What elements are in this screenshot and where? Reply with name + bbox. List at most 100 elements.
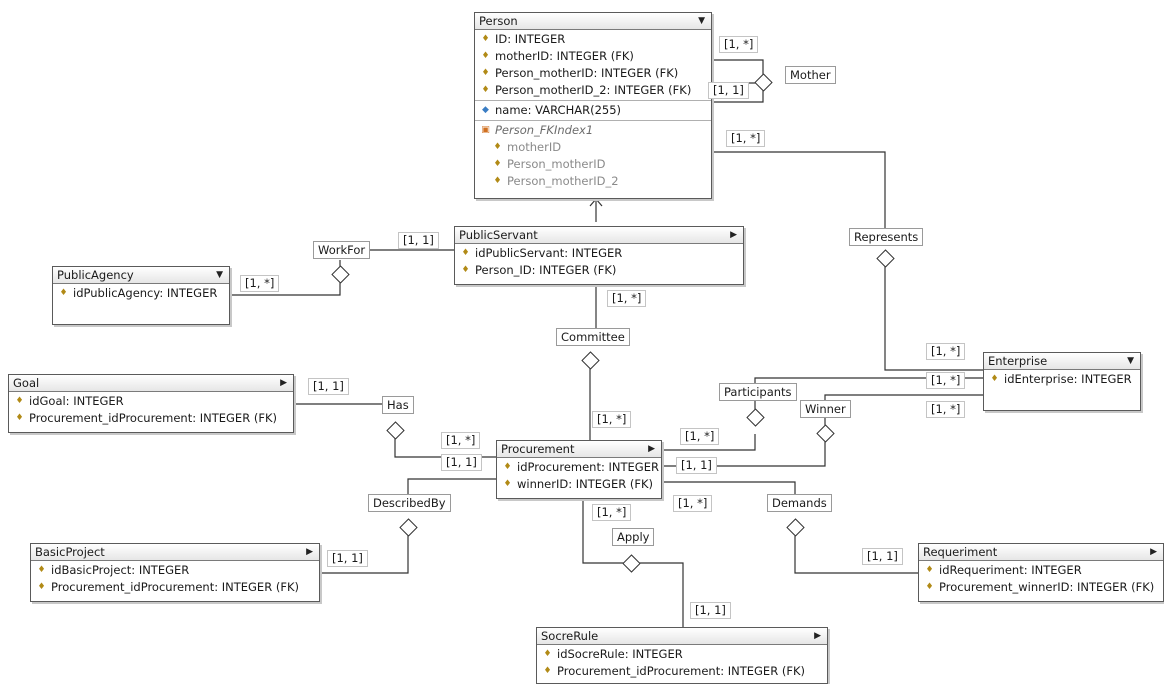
- column-row: ♦ idEnterprise: INTEGER: [984, 371, 1140, 388]
- table-title: Requeriment: [923, 545, 998, 559]
- relationship-label-committee[interactable]: Committee: [556, 328, 630, 346]
- relationship-label-demands[interactable]: Demands: [767, 494, 832, 512]
- table-socre-rule[interactable]: SocreRule ▶ ♦ idSocreRule: INTEGER ♦ Procur…: [536, 627, 828, 684]
- column-row: ♦ID: INTEGER: [475, 31, 711, 48]
- attribute-icon: ◆: [482, 105, 489, 115]
- table-basic-project[interactable]: BasicProject▶ ♦idBasicProject: INTEGER ♦…: [30, 543, 320, 602]
- relationship-label-winner[interactable]: Winner: [800, 400, 851, 418]
- cardinality-label: [1, 1]: [690, 602, 731, 619]
- attribute-row: ◆name: VARCHAR(255): [475, 102, 711, 119]
- column-row: ♦Person_motherID_2: INTEGER (FK): [475, 82, 711, 99]
- cardinality-label: [1, 1]: [398, 232, 439, 249]
- cardinality-label: [1, 1]: [676, 457, 717, 474]
- column-row: ♦Person_ID: INTEGER (FK): [455, 262, 743, 279]
- index-column-row: ♦ Person_motherID: [475, 156, 711, 173]
- column-row: ♦ idPublicAgency: INTEGER: [53, 285, 229, 302]
- table-title: Person: [479, 14, 518, 28]
- relationship-label-apply[interactable]: Apply: [612, 528, 655, 546]
- index-column-row: ♦ Person_motherID_2: [475, 173, 711, 190]
- index-column-row: ♦ motherID: [475, 139, 711, 156]
- chevron-down-icon[interactable]: ▼: [1127, 356, 1134, 366]
- key-icon: ♦: [493, 159, 502, 169]
- column-label: idEnterprise: INTEGER: [1004, 372, 1132, 386]
- chevron-right-icon[interactable]: ▶: [814, 631, 821, 641]
- key-icon: ♦: [503, 462, 512, 472]
- chevron-right-icon[interactable]: ▶: [648, 444, 655, 454]
- cardinality-label: [1, *]: [592, 504, 632, 521]
- column-label: idBasicProject: INTEGER: [51, 563, 190, 577]
- cardinality-label: [1, *]: [240, 275, 280, 292]
- column-label: Person_motherID: INTEGER (FK): [495, 66, 679, 80]
- key-icon: ♦: [481, 51, 490, 61]
- table-procurement[interactable]: Procurement▶ ♦idProcurement: INTEGER ♦wi…: [496, 440, 662, 499]
- table-goal[interactable]: Goal ▶ ♦idGoal: INTEGER ♦Procurement_idPr…: [8, 374, 294, 433]
- relationship-label-described-by[interactable]: DescribedBy: [368, 494, 451, 512]
- column-row: ♦ motherID: INTEGER (FK): [475, 48, 711, 65]
- column-label: idPublicAgency: INTEGER: [73, 286, 218, 300]
- index-column-label: Person_motherID_2: [507, 174, 619, 188]
- relationship-label-mother[interactable]: Mother: [785, 66, 836, 84]
- column-label: idProcurement: INTEGER: [517, 460, 659, 474]
- column-row: ♦ idSocreRule: INTEGER: [537, 646, 827, 663]
- key-icon: ♦: [925, 565, 934, 575]
- key-icon: ♦: [461, 248, 470, 258]
- column-label: Procurement_idProcurement: INTEGER (FK): [557, 664, 805, 678]
- chevron-down-icon[interactable]: ▼: [216, 270, 223, 280]
- table-enterprise[interactable]: Enterprise ▼ ♦ idEnterprise: INTEGER: [983, 352, 1141, 411]
- key-icon: ♦: [503, 479, 512, 489]
- column-row: ♦winnerID: INTEGER (FK): [497, 476, 661, 493]
- key-icon: ♦: [59, 288, 68, 298]
- column-row: ♦ idProcurement: INTEGER: [497, 459, 661, 476]
- key-icon: ♦: [481, 34, 490, 44]
- column-row: ♦ Person_motherID: INTEGER (FK): [475, 65, 711, 82]
- cardinality-label: [1, *]: [726, 130, 766, 147]
- chevron-right-icon[interactable]: ▶: [306, 547, 313, 557]
- cardinality-label: [1, *]: [926, 401, 966, 418]
- key-icon: ♦: [543, 649, 552, 659]
- column-label: motherID: INTEGER (FK): [495, 49, 634, 63]
- relationship-label-work-for[interactable]: WorkFor: [313, 241, 371, 259]
- key-icon: ♦: [481, 68, 490, 78]
- table-title: SocreRule: [541, 629, 599, 643]
- column-label: idPublicServant: INTEGER: [475, 246, 623, 260]
- chevron-right-icon[interactable]: ▶: [1150, 547, 1157, 557]
- column-row: ♦Procurement_idProcurement: INTEGER (FK): [9, 410, 293, 427]
- key-icon: ♦: [37, 582, 46, 592]
- chevron-down-icon[interactable]: ▼: [698, 16, 705, 26]
- column-row: ♦ idPublicServant: INTEGER: [455, 245, 743, 262]
- key-icon: ♦: [990, 374, 999, 384]
- chevron-right-icon[interactable]: ▶: [280, 378, 287, 388]
- chevron-right-icon[interactable]: ▶: [730, 230, 737, 240]
- relationship-label-has[interactable]: Has: [382, 396, 414, 414]
- column-row: ♦idGoal: INTEGER: [9, 393, 293, 410]
- table-title: Enterprise: [988, 354, 1048, 368]
- key-icon: ♦: [493, 142, 502, 152]
- divider: [475, 100, 711, 101]
- table-public-servant[interactable]: PublicServant ▶ ♦ idPublicServant: INTEGER…: [454, 226, 744, 285]
- key-icon: ♦: [37, 565, 46, 575]
- column-label: Procurement_idProcurement: INTEGER (FK): [51, 580, 299, 594]
- key-icon: ♦: [493, 176, 502, 186]
- index-column-label: motherID: [507, 140, 562, 154]
- cardinality-label: [1, *]: [441, 432, 481, 449]
- index-row: ▣ Person_FKIndex1: [475, 122, 711, 139]
- relationship-label-represents[interactable]: Represents: [849, 228, 924, 246]
- column-label: Person_motherID_2: INTEGER (FK): [495, 83, 692, 97]
- cardinality-label: [1, *]: [592, 411, 632, 428]
- relationship-label-participants[interactable]: Participants: [719, 383, 797, 401]
- index-column-label: Person_motherID: [507, 157, 606, 171]
- table-requeriment[interactable]: Requeriment▶ ♦idRequeriment: INTEGER ♦Pr…: [918, 543, 1164, 602]
- column-label: idRequeriment: INTEGER: [939, 563, 1082, 577]
- table-title: PublicServant: [459, 228, 538, 242]
- column-label: idSocreRule: INTEGER: [557, 647, 683, 661]
- cardinality-label: [1, *]: [607, 290, 647, 307]
- key-icon: ♦: [461, 265, 470, 275]
- table-person[interactable]: Person ▼ ♦ID: INTEGER ♦ motherID: INTEGER …: [474, 12, 712, 199]
- table-public-agency[interactable]: PublicAgency▼ ♦idPublicAgency: INTEGER: [52, 266, 230, 325]
- cardinality-label: [1, 1]: [308, 378, 349, 395]
- column-row: ♦ idRequeriment: INTEGER: [919, 562, 1163, 579]
- index-label: Person_FKIndex1: [495, 123, 594, 137]
- index-icon: ▣: [481, 125, 490, 135]
- table-title: Goal: [13, 376, 40, 390]
